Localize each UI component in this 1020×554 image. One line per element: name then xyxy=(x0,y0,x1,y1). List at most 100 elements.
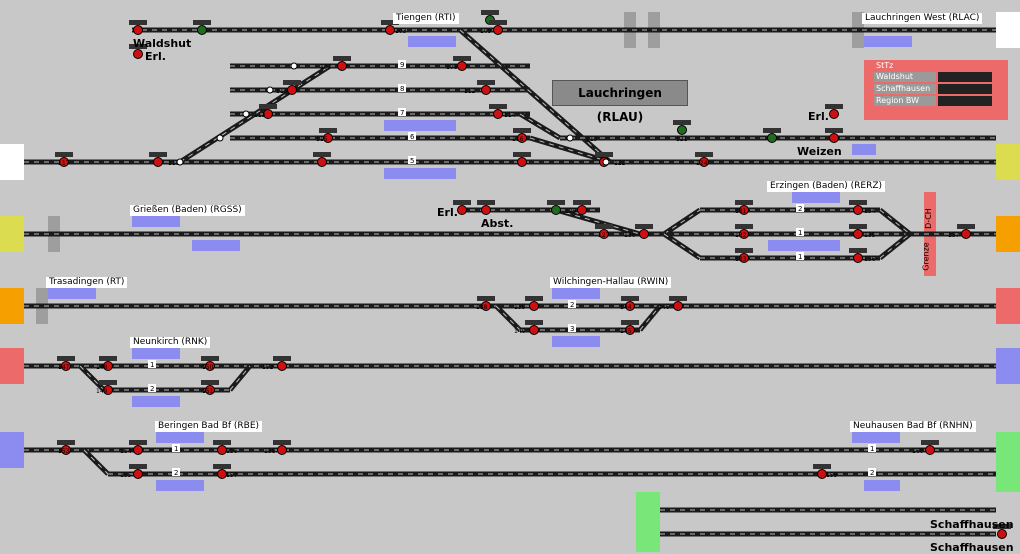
signal[interactable] xyxy=(739,205,749,215)
signal[interactable] xyxy=(481,205,491,215)
signal[interactable] xyxy=(481,85,491,95)
station-label-neunkirch[interactable]: Neunkirch (RNK) xyxy=(130,337,211,348)
signal[interactable] xyxy=(323,133,333,143)
sttz-panel: StTz Waldshut Schaffhausen Region BW xyxy=(864,60,1008,120)
signal[interactable] xyxy=(625,301,635,311)
signal[interactable] xyxy=(277,361,287,371)
switch-point[interactable] xyxy=(176,158,184,166)
signal[interactable] xyxy=(677,125,687,135)
platform xyxy=(384,168,456,179)
switch-point[interactable] xyxy=(216,134,224,142)
signal[interactable] xyxy=(277,445,287,455)
signal[interactable] xyxy=(133,49,143,59)
legend-row-region-bw[interactable]: Region BW xyxy=(874,96,936,106)
signal[interactable] xyxy=(385,25,395,35)
signal[interactable] xyxy=(577,205,587,215)
signal[interactable] xyxy=(997,529,1007,539)
signal[interactable] xyxy=(205,385,215,395)
switch-point[interactable] xyxy=(602,158,610,166)
signal[interactable] xyxy=(517,157,527,167)
switch-point[interactable] xyxy=(266,86,274,94)
signal[interactable] xyxy=(517,133,527,143)
signal-mast xyxy=(333,56,351,61)
station-label-erzingen[interactable]: Erzingen (Baden) (RERZ) xyxy=(767,181,886,192)
signal[interactable] xyxy=(529,301,539,311)
signal[interactable] xyxy=(625,325,635,335)
signal[interactable] xyxy=(853,253,863,263)
signal[interactable] xyxy=(699,157,709,167)
signal-number: 119 xyxy=(586,136,598,143)
legend-row-schaffhausen[interactable]: Schaffhausen xyxy=(874,84,936,94)
signal[interactable] xyxy=(853,229,863,239)
signal[interactable] xyxy=(673,301,683,311)
signal-mast xyxy=(149,152,167,157)
signal[interactable] xyxy=(317,157,327,167)
station-label-wilchingen[interactable]: Wilchingen-Hallau (RWIN) xyxy=(550,277,672,288)
signal[interactable] xyxy=(829,133,839,143)
signal[interactable] xyxy=(529,325,539,335)
station-label-neuhausen[interactable]: Neuhausen Bad Bf (RNHN) xyxy=(850,421,976,432)
signal[interactable] xyxy=(59,157,69,167)
station-label-trasadingen[interactable]: Trasadingen (RT) xyxy=(46,277,128,288)
signal-number: 148 xyxy=(96,364,108,371)
signal[interactable] xyxy=(133,25,143,35)
signal-number: 145 xyxy=(620,328,632,335)
signal[interactable] xyxy=(287,85,297,95)
signal[interactable] xyxy=(457,205,467,215)
signal[interactable] xyxy=(493,25,503,35)
signal-mast xyxy=(57,440,75,445)
signal-number: 150 xyxy=(202,364,214,371)
station-label-griessen[interactable]: Grießen (Baden) (RGSS) xyxy=(130,205,245,216)
switch-point[interactable] xyxy=(290,62,298,70)
track-number: 3 xyxy=(570,325,574,333)
signal[interactable] xyxy=(103,385,113,395)
station-label-tiengen[interactable]: Tiengen (RTI) xyxy=(393,13,459,24)
signal[interactable] xyxy=(153,157,163,167)
signal-number: 132 xyxy=(735,232,747,239)
signal-mast xyxy=(735,248,753,253)
signal[interactable] xyxy=(739,253,749,263)
signal-number: 149 xyxy=(96,388,108,395)
station-label-lauchringen-west[interactable]: Lauchringen West (RLAC) xyxy=(862,13,983,24)
signal[interactable] xyxy=(481,301,491,311)
signal[interactable] xyxy=(133,445,143,455)
signal[interactable] xyxy=(103,361,113,371)
signal-mast xyxy=(477,80,495,85)
signal-number: 117 xyxy=(58,160,70,167)
switch-point[interactable] xyxy=(242,110,250,118)
switch-point[interactable] xyxy=(566,134,574,142)
signal[interactable] xyxy=(61,445,71,455)
signal[interactable] xyxy=(551,205,561,215)
signal-mast xyxy=(313,152,331,157)
signal[interactable] xyxy=(639,229,649,239)
signal[interactable] xyxy=(739,229,749,239)
signal[interactable] xyxy=(853,205,863,215)
platform xyxy=(156,432,204,443)
signal[interactable] xyxy=(829,109,839,119)
signal[interactable] xyxy=(493,109,503,119)
signal[interactable] xyxy=(817,469,827,479)
signal[interactable] xyxy=(217,469,227,479)
signal-mast xyxy=(489,20,507,25)
signal[interactable] xyxy=(133,469,143,479)
signal[interactable] xyxy=(961,229,971,239)
signal[interactable] xyxy=(263,109,273,119)
signal[interactable] xyxy=(337,61,347,71)
signal[interactable] xyxy=(205,361,215,371)
signal[interactable] xyxy=(925,445,935,455)
signal[interactable] xyxy=(61,361,71,371)
label-waldshut: Waldshut xyxy=(133,37,192,50)
signal[interactable] xyxy=(217,445,227,455)
signal[interactable] xyxy=(197,25,207,35)
legend-box-region-bw xyxy=(938,96,992,106)
legend-row-waldshut[interactable]: Waldshut xyxy=(874,72,936,82)
signal-number: 115 xyxy=(316,136,328,143)
signal-mast xyxy=(813,464,831,469)
signal[interactable] xyxy=(767,133,777,143)
signal[interactable] xyxy=(457,61,467,71)
station-box-lauchringen[interactable]: Lauchringen (RLAU) xyxy=(552,80,688,124)
signal-number: 144 xyxy=(620,304,632,311)
label-erl-erzingen: Erl. xyxy=(437,206,458,219)
signal[interactable] xyxy=(599,229,609,239)
station-label-beringen[interactable]: Beringen Bad Bf (RBE) xyxy=(155,421,263,432)
